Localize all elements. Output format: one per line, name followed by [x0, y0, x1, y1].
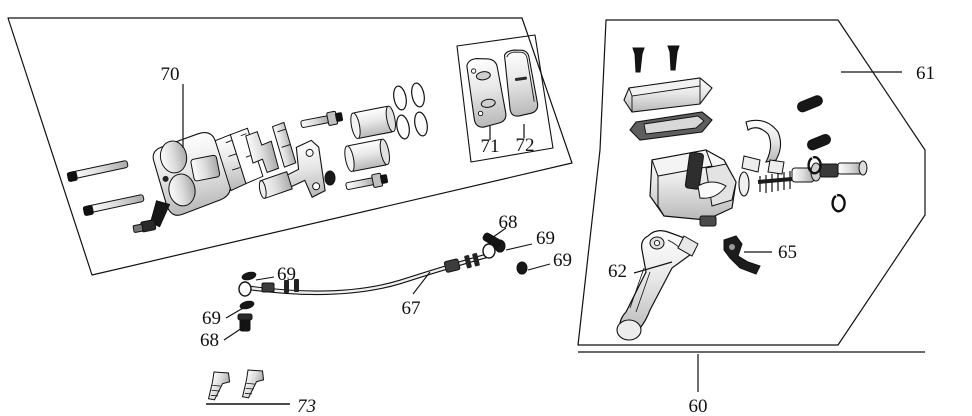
return-spring — [757, 171, 793, 193]
hose-callout-leaders — [223, 227, 551, 341]
bleed-cap — [324, 170, 336, 186]
right-panel-outline — [577, 19, 926, 353]
panel-leaders — [182, 71, 902, 392]
brake-pads-group — [466, 49, 539, 140]
callout-69-l1: 69 — [277, 264, 296, 285]
brake-pad-71 — [466, 58, 507, 128]
pad-spring — [245, 121, 297, 174]
callout-70: 70 — [161, 64, 180, 85]
callout-68-left: 68 — [200, 330, 219, 351]
caliper-bracket — [258, 139, 326, 199]
circlip-lower — [831, 194, 846, 213]
callout-69-l2: 69 — [202, 308, 221, 329]
left-panel-outline — [7, 17, 573, 276]
reservoir-cap — [623, 77, 713, 113]
mounting-bolts-group — [206, 369, 290, 405]
master-cylinder-parts-group — [616, 45, 868, 341]
callout-73: 73 — [297, 396, 316, 416]
sealing-washer-l1 — [241, 271, 257, 281]
reservoir-cap-screw-left — [632, 47, 645, 73]
mounting-bolt-2 — [241, 369, 265, 399]
handlebar-clamp — [741, 119, 785, 175]
brake-lever — [616, 230, 699, 341]
callout-labels: 70 71 72 61 62 65 60 67 68 69 69 69 69 6… — [161, 63, 936, 416]
callout-65: 65 — [778, 242, 797, 263]
sealing-washer-r2 — [516, 261, 528, 275]
brake-pad-subpanel-outline — [456, 34, 554, 163]
slide-pin-upper — [66, 160, 129, 182]
piston-upper — [350, 105, 396, 140]
slide-pin-lower — [82, 194, 145, 216]
callout-68-right: 68 — [499, 212, 518, 233]
hose-fitting-right — [443, 243, 496, 273]
bleed-screw-upper — [300, 110, 344, 128]
banjo-bolt-left — [237, 313, 253, 332]
brake-pad-72 — [503, 49, 539, 117]
sealing-washer-l2 — [239, 300, 255, 310]
brake-hose-group — [223, 227, 551, 341]
pivot-pin-upper — [797, 95, 823, 113]
caliper-parts-group — [66, 82, 428, 233]
pad-callout-leaders — [489, 124, 525, 140]
lever-bracket — [723, 235, 761, 275]
callout-61: 61 — [916, 63, 935, 84]
callout-69-r2: 69 — [553, 250, 572, 271]
hose-fitting-left — [238, 279, 299, 297]
caliper-body — [152, 127, 264, 216]
master-cylinder-body — [649, 149, 737, 227]
piston-seal-group — [393, 82, 428, 140]
piston-lower — [344, 138, 390, 173]
callout-69-r1: 69 — [536, 228, 555, 249]
bleed-screw-lower — [345, 172, 389, 190]
reservoir-diaphragm — [629, 111, 713, 141]
reservoir-cap-screw-right — [667, 45, 680, 71]
callout-62: 62 — [608, 261, 627, 282]
banjo-fitting-caliper — [132, 200, 171, 233]
piston-assembly — [738, 160, 868, 197]
callout-71: 71 — [481, 136, 500, 157]
pivot-pin-lower — [807, 134, 831, 151]
callout-60: 60 — [689, 396, 708, 416]
callout-67: 67 — [402, 298, 421, 319]
circlip-upper — [807, 156, 822, 175]
mounting-bolt-1 — [207, 371, 231, 401]
callout-72: 72 — [516, 135, 535, 156]
